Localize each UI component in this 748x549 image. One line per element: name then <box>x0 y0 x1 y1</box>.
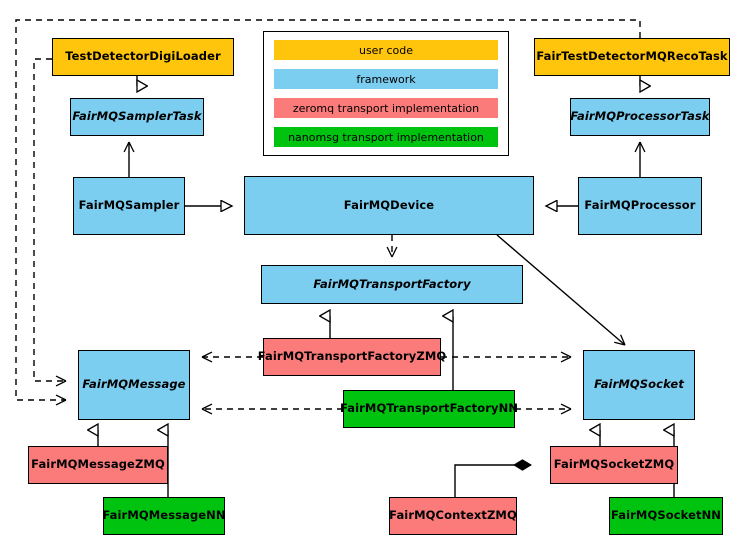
class-box-fair-mq-transport-factory-nn[interactable]: FairMQTransportFactoryNN <box>339 390 519 428</box>
class-box-fair-mq-transport-factory[interactable]: FairMQTransportFactory <box>261 265 523 304</box>
legend-label: user code <box>358 43 414 57</box>
class-box-fair-mq-sampler[interactable]: FairMQSampler <box>73 177 185 235</box>
class-label: FairMQDevice <box>343 197 435 212</box>
class-box-fair-mq-socket-nn[interactable]: FairMQSocketNN <box>609 497 723 535</box>
class-label: FairMQSocketNN <box>610 508 722 523</box>
class-label: FairMQSamplerTask <box>72 109 202 124</box>
class-label: FairMQProcessorTask <box>570 109 710 124</box>
class-label: TestDetectorDigiLoader <box>65 49 221 64</box>
edge-contextzmq-to-socketzmq <box>454 459 532 497</box>
class-box-fair-mq-device[interactable]: FairMQDevice <box>244 176 534 235</box>
class-box-fair-mq-processor[interactable]: FairMQProcessor <box>578 177 702 235</box>
class-label: FairMQSocket <box>594 377 684 392</box>
class-label: FairTestDetectorMQRecoTask <box>536 49 728 64</box>
class-label: FairMQTransportFactory <box>313 276 471 291</box>
class-box-fair-mq-context-zmq[interactable]: FairMQContextZMQ <box>389 497 517 535</box>
class-box-fair-mq-processor-task[interactable]: FairMQProcessorTask <box>570 98 710 136</box>
class-label: FairMQMessage <box>82 377 186 392</box>
class-box-fair-test-detector-mq-reco-task[interactable]: FairTestDetectorMQRecoTask <box>534 38 730 76</box>
legend-item-framework: framework <box>274 69 498 89</box>
class-box-fair-mq-message-zmq[interactable]: FairMQMessageZMQ <box>28 446 168 484</box>
legend-item-user-code: user code <box>274 40 498 60</box>
class-box-fair-mq-socket[interactable]: FairMQSocket <box>583 350 695 420</box>
legend-label: zeromq transport implementation <box>292 101 480 115</box>
legend-label: framework <box>356 72 416 86</box>
class-label: FairMQTransportFactoryZMQ <box>257 349 447 364</box>
class-box-fair-mq-message[interactable]: FairMQMessage <box>78 350 190 420</box>
legend-item-zeromq: zeromq transport implementation <box>274 98 498 118</box>
legend: user code framework zeromq transport imp… <box>263 31 509 156</box>
class-label: FairMQProcessor <box>584 198 696 213</box>
class-box-fair-mq-sampler-task[interactable]: FairMQSamplerTask <box>70 98 204 136</box>
edge-digiloader-to-message <box>33 58 67 387</box>
class-label: FairMQMessageNN <box>102 508 226 523</box>
class-box-fair-mq-socket-zmq[interactable]: FairMQSocketZMQ <box>550 446 678 484</box>
class-box-fair-mq-transport-factory-zmq[interactable]: FairMQTransportFactoryZMQ <box>258 338 446 376</box>
class-box-fair-mq-message-nn[interactable]: FairMQMessageNN <box>102 497 226 535</box>
legend-label: nanomsg transport implementation <box>288 130 484 144</box>
legend-item-nanomsg: nanomsg transport implementation <box>274 127 498 147</box>
class-label: FairMQSocketZMQ <box>553 457 675 472</box>
class-label: FairMQMessageZMQ <box>31 457 165 472</box>
class-label: FairMQContextZMQ <box>389 508 517 523</box>
class-box-test-detector-digi-loader[interactable]: TestDetectorDigiLoader <box>52 38 234 76</box>
class-label: FairMQTransportFactoryNN <box>339 401 519 416</box>
class-label: FairMQSampler <box>78 198 180 213</box>
